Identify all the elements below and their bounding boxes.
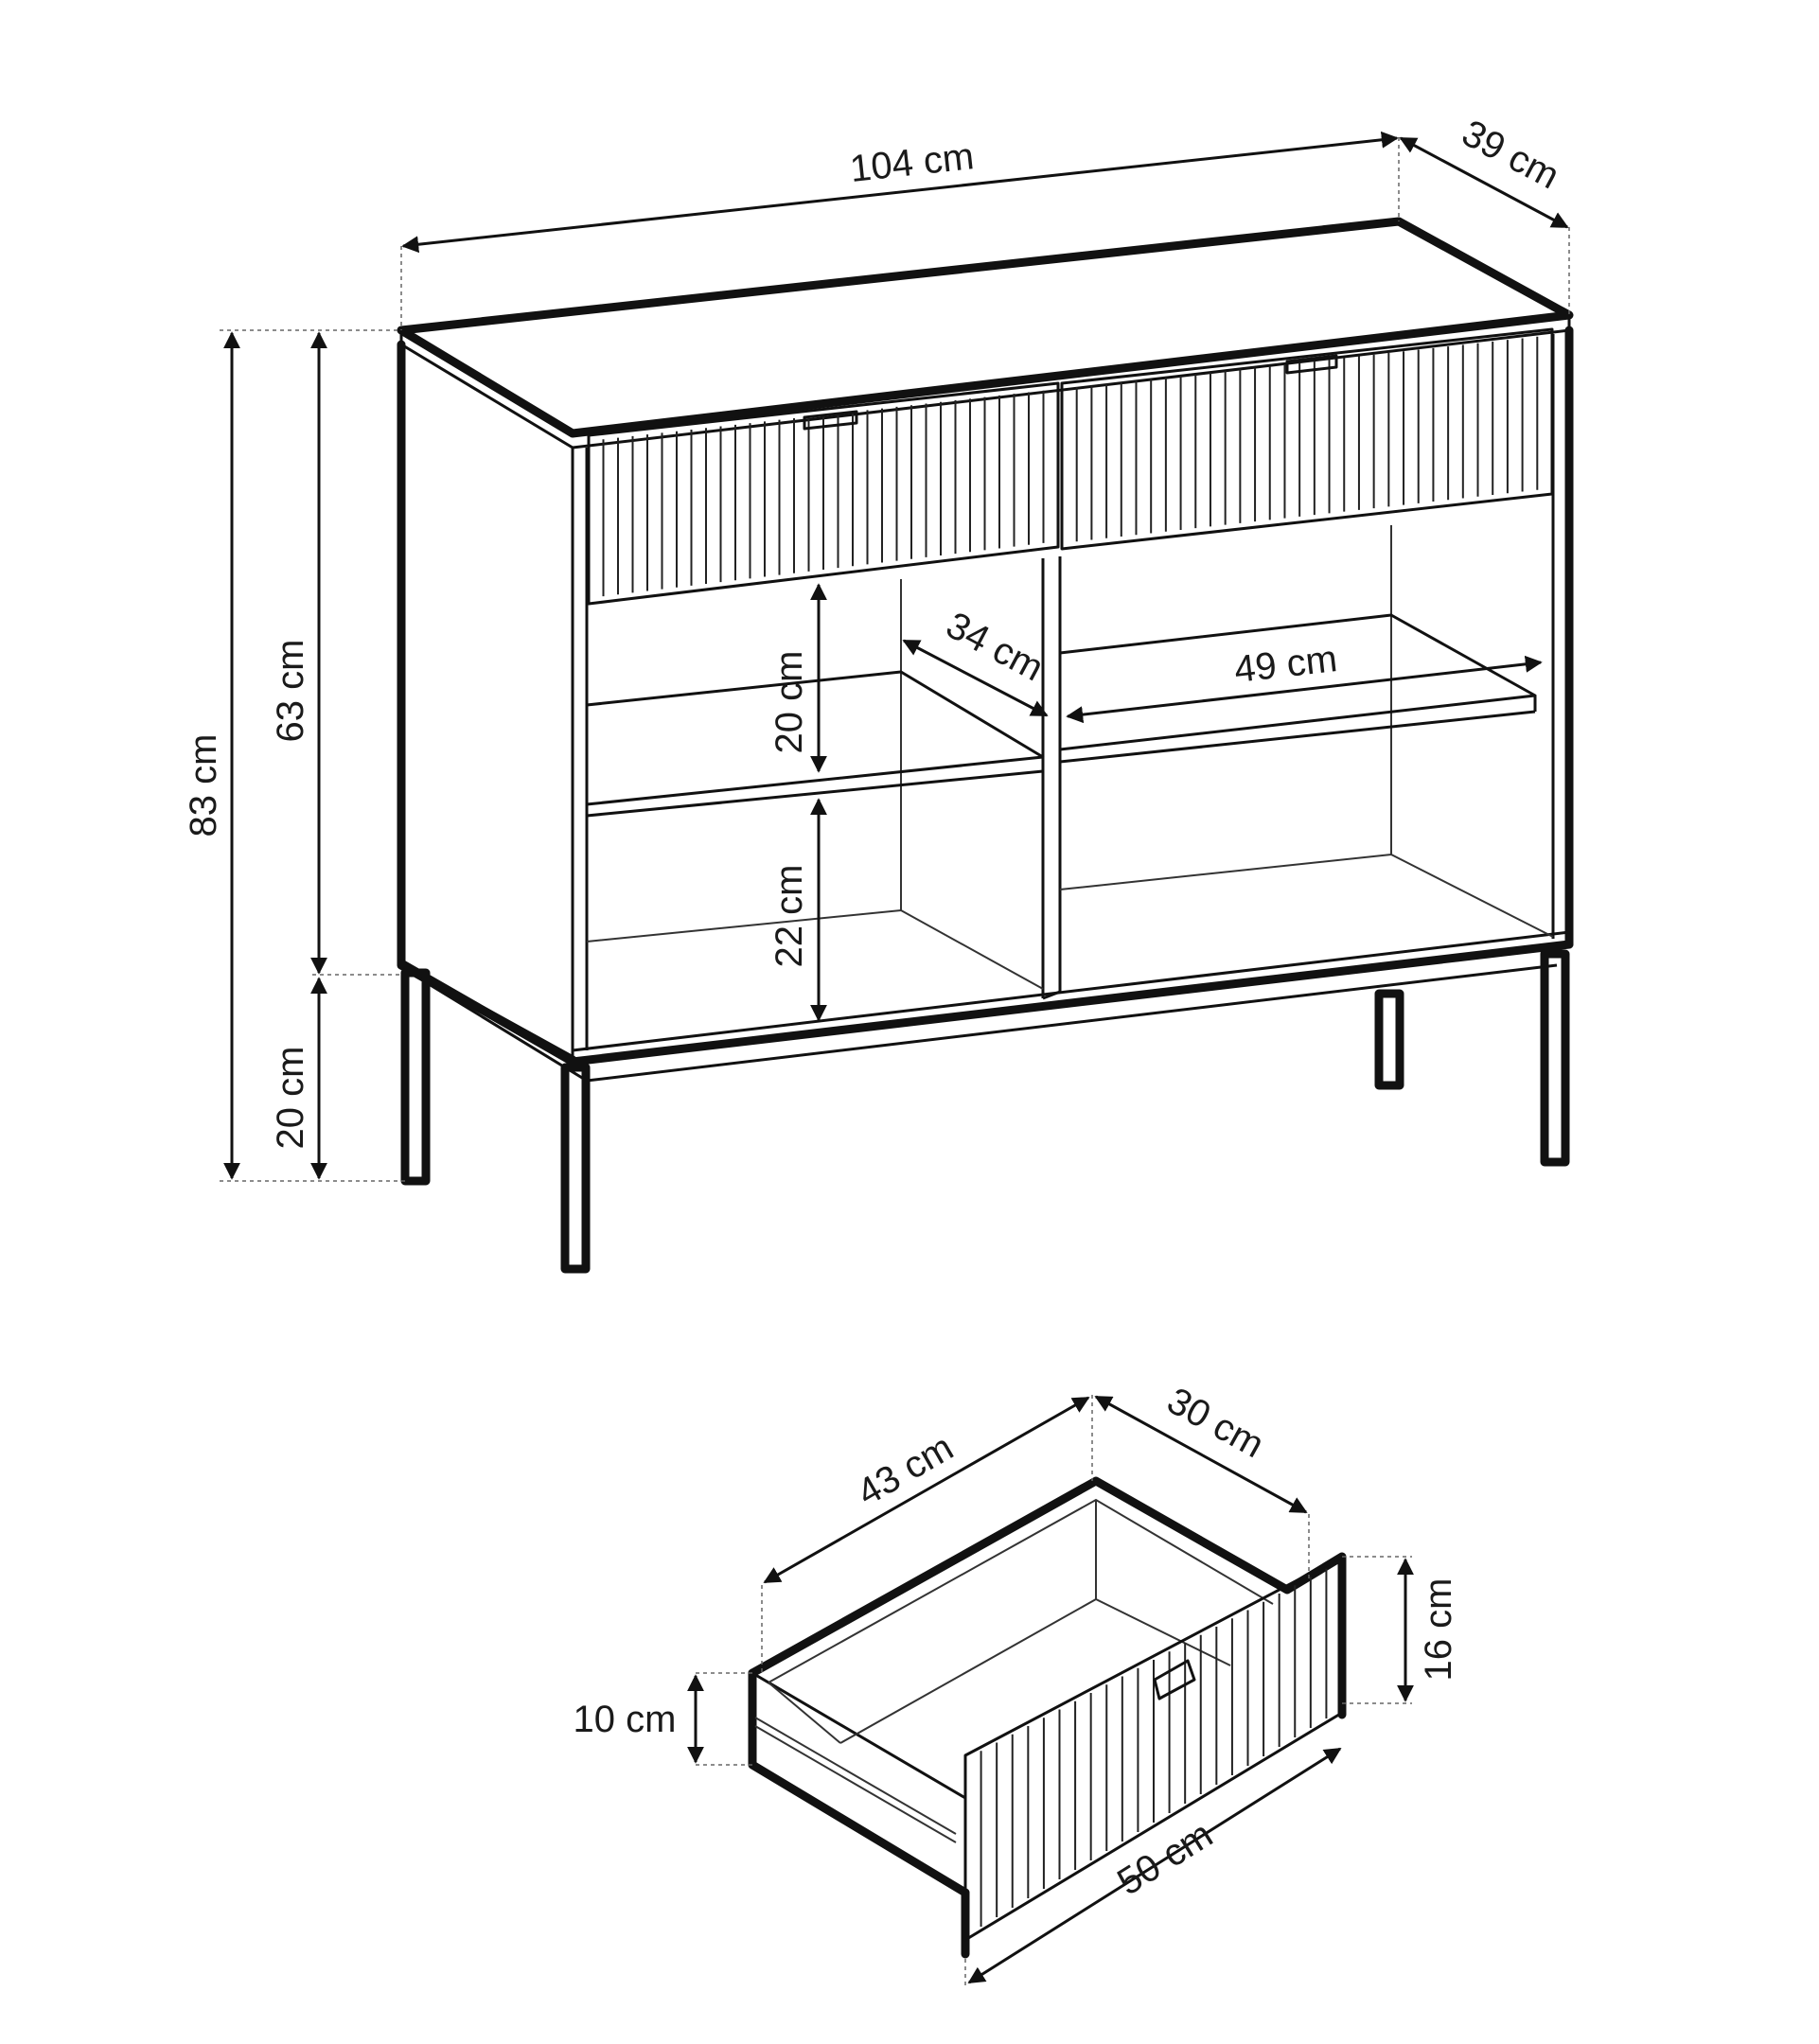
sideboard-drawer-left xyxy=(587,381,1060,606)
body-height-label: 63 cm xyxy=(270,640,311,743)
drawer-front xyxy=(963,1555,1344,1942)
upper-compartment-label: 20 cm xyxy=(768,651,810,754)
depth-label: 39 cm xyxy=(1456,113,1566,198)
leg-front-left xyxy=(560,1063,591,1274)
left-drawer-handle xyxy=(803,410,858,431)
right-drawer-handle xyxy=(1285,354,1338,375)
drawer-drawing xyxy=(748,1476,1347,1959)
drawer-depth-label: 30 cm xyxy=(1160,1380,1271,1466)
shelf-width-label: 49 cm xyxy=(1232,638,1339,691)
sideboard-drawing xyxy=(397,217,1574,1274)
leg-back-left xyxy=(400,968,431,1186)
sideboard-dimensions: 104 cm 39 cm 83 cm 63 cm 20 cm 20 cm 22 … xyxy=(183,113,1570,1182)
drawer-front-width-label: 50 cm xyxy=(1110,1813,1220,1903)
leg-height-label: 20 cm xyxy=(270,1047,311,1150)
drawer-front-height-label: 16 cm xyxy=(1418,1578,1459,1682)
shelf-depth-label: 34 cm xyxy=(940,605,1051,690)
total-height-label: 83 cm xyxy=(183,734,224,837)
drawer-side-height-label: 10 cm xyxy=(574,1699,677,1740)
sideboard-drawer-right xyxy=(1060,327,1554,551)
width-label: 104 cm xyxy=(848,135,976,190)
leg-back-right xyxy=(1374,989,1404,1090)
leg-front-right xyxy=(1540,949,1570,1167)
lower-compartment-label: 22 cm xyxy=(768,865,810,968)
